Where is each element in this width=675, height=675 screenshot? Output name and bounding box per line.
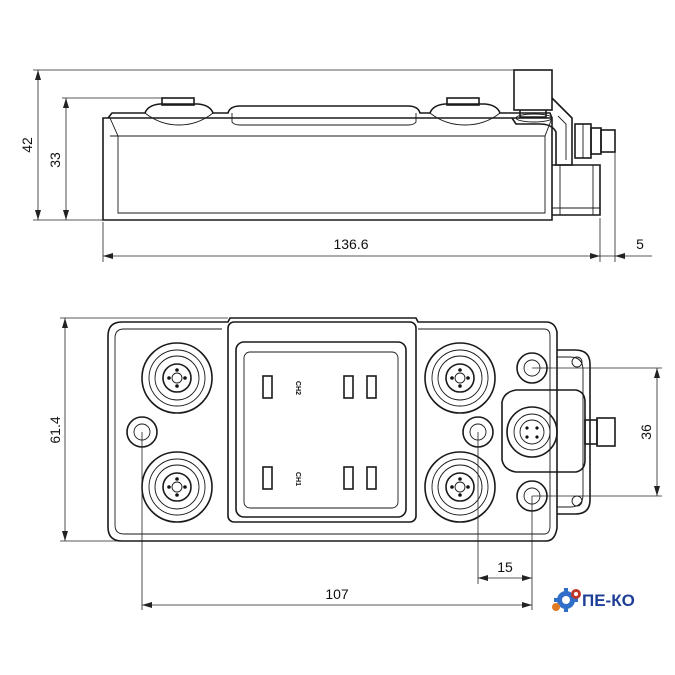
m12-connector-bottom-right: [424, 451, 496, 523]
dim-width: 61.4: [47, 416, 63, 443]
dim-connector-offset: 5: [636, 236, 644, 252]
side-view: [102, 69, 616, 221]
dim-connector-spacing: 15: [497, 559, 513, 575]
dim-hole-spacing: 36: [638, 424, 654, 440]
side-dimensions: [33, 69, 652, 262]
m12-connector-top-left: [141, 342, 213, 414]
dim-length: 136.6: [333, 236, 368, 252]
dim-overall-height: 42: [19, 137, 35, 153]
gear-icon: [552, 588, 581, 612]
logo-text: ПЕ-КО: [582, 591, 635, 610]
top-dimensions: [60, 317, 662, 610]
m12-connector-top-right: [424, 342, 496, 414]
dim-body-height: 33: [47, 152, 63, 168]
label-ch1: CH1: [294, 472, 301, 486]
m12-connector-bottom-left: [141, 451, 213, 523]
logo: ПЕ-КО: [552, 588, 635, 612]
dim-mount-spacing: 107: [325, 586, 349, 602]
label-ch2: CH2: [294, 381, 301, 395]
